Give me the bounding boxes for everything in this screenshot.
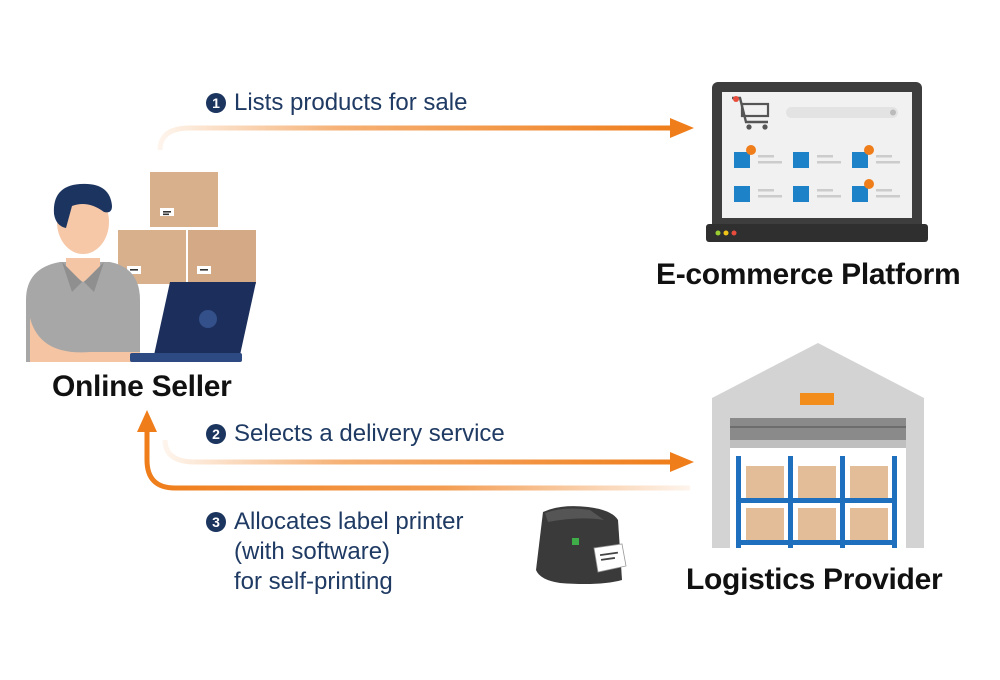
- label-printer-icon: [536, 506, 627, 584]
- step-3-text: Allocates label printer (with software) …: [234, 508, 464, 595]
- parcel-boxes-icon: [118, 172, 256, 284]
- step-3: 3 Allocates label printer (with software…: [206, 507, 463, 597]
- step-3-badge: 3: [206, 512, 226, 532]
- step-1: 1 Lists products for sale: [206, 88, 467, 118]
- step-1-badge: 1: [206, 93, 226, 113]
- step-1-text: Lists products for sale: [234, 89, 468, 116]
- node-label-logistics-provider: Logistics Provider: [686, 563, 943, 596]
- step-2-badge: 2: [206, 424, 226, 444]
- step-2-text: Selects a delivery service: [234, 420, 505, 447]
- arrow-selects-delivery: [162, 439, 694, 472]
- product-tiles: [734, 145, 900, 202]
- node-label-online-seller: Online Seller: [52, 370, 232, 403]
- laptop-icon: [130, 282, 256, 362]
- ecommerce-monitor-icon: [706, 82, 928, 242]
- node-label-ecommerce-platform: E-commerce Platform: [656, 258, 961, 291]
- arrow-lists-products: [157, 118, 694, 151]
- shopping-cart-icon: [732, 96, 770, 130]
- step-2: 2 Selects a delivery service: [206, 419, 505, 449]
- arrow-allocates-printer: [137, 410, 690, 491]
- warehouse-icon: [712, 343, 924, 548]
- seller-person-icon: [26, 183, 140, 362]
